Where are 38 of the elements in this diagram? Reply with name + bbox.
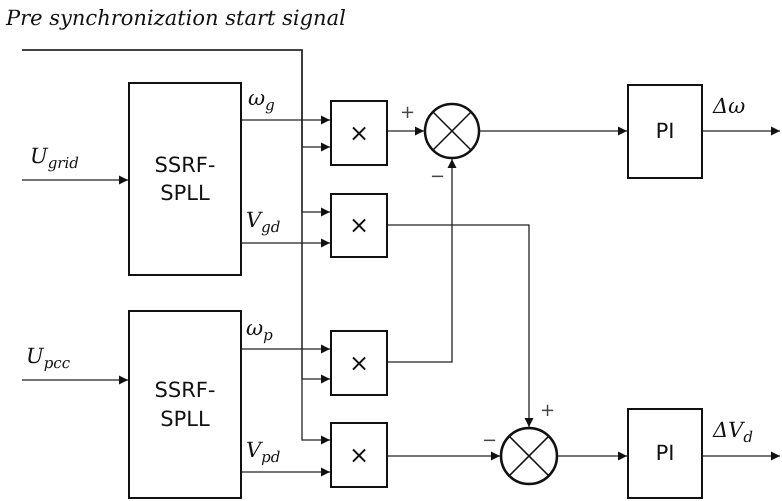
arrow [388,126,424,136]
arrow [22,176,128,184]
arrow [242,116,330,124]
sign-label: + [540,402,556,420]
multiplier-block: × [330,330,388,396]
arrow [388,452,500,460]
arrow [242,238,330,248]
summing-junction [424,103,480,159]
multiplier-block: × [330,100,388,166]
arrow [703,126,780,136]
sign-label: − [482,432,498,450]
edge-label: U$_{pcc}$ [26,346,70,371]
edge-label: U$_{grid}$ [30,146,79,171]
sign-label: − [430,168,446,186]
arrow [22,49,330,444]
edge-label: V$_{gd}$ [246,210,280,235]
sign-label: + [400,104,416,122]
edge-label: V$_{pd}$ [246,440,280,465]
summing-junction [500,427,558,485]
function-block: SSRF- SPLL [128,310,242,499]
arrow [480,126,627,136]
multiplier-block: × [330,422,388,488]
edge-label: ω$_{g}$ [248,88,275,113]
arrow [242,344,330,354]
edge-label: ΔV$_{d}$ [713,420,753,445]
function-block: PI [627,84,703,179]
arrow [703,452,780,460]
signal-label: Pre synchronization start signal [6,6,346,30]
multiplier-block: × [330,193,388,258]
arrow [242,468,330,476]
function-block: PI [627,408,703,499]
edge-label: ω$_{p}$ [246,318,273,343]
arrow [388,224,534,427]
arrow [558,452,627,460]
arrow [388,159,456,363]
edge-label: Δω [713,96,746,117]
arrow [22,376,128,384]
function-block: SSRF- SPLL [128,82,242,276]
